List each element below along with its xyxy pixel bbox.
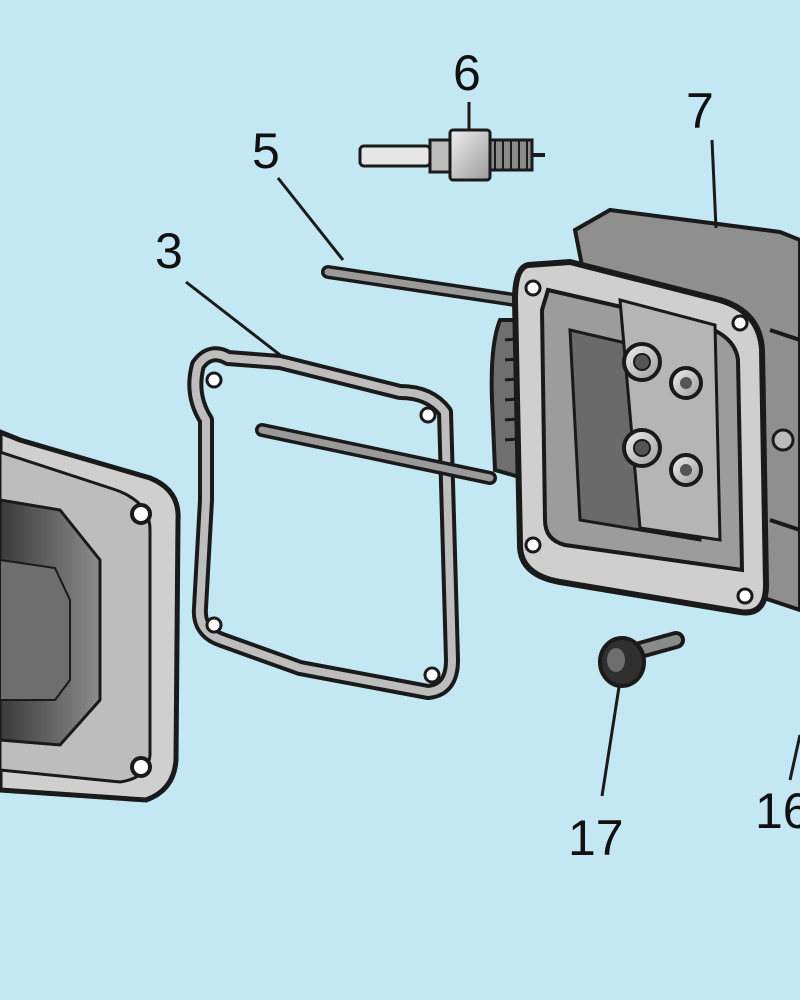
leader-lines [185,102,800,797]
callout-3: 3 [155,223,183,279]
spark-plug-part [358,128,545,182]
callout-17: 17 [568,810,624,866]
pushrod-parts [255,265,522,485]
bolt-part [598,631,685,688]
gasket-part [187,346,460,700]
callout-5: 5 [252,123,280,179]
valve-cover [0,429,181,803]
callout-7: 7 [686,83,714,139]
cylinder-head-part [489,207,800,616]
callout-6: 6 [453,45,481,101]
callout-16: 16 [755,783,800,839]
